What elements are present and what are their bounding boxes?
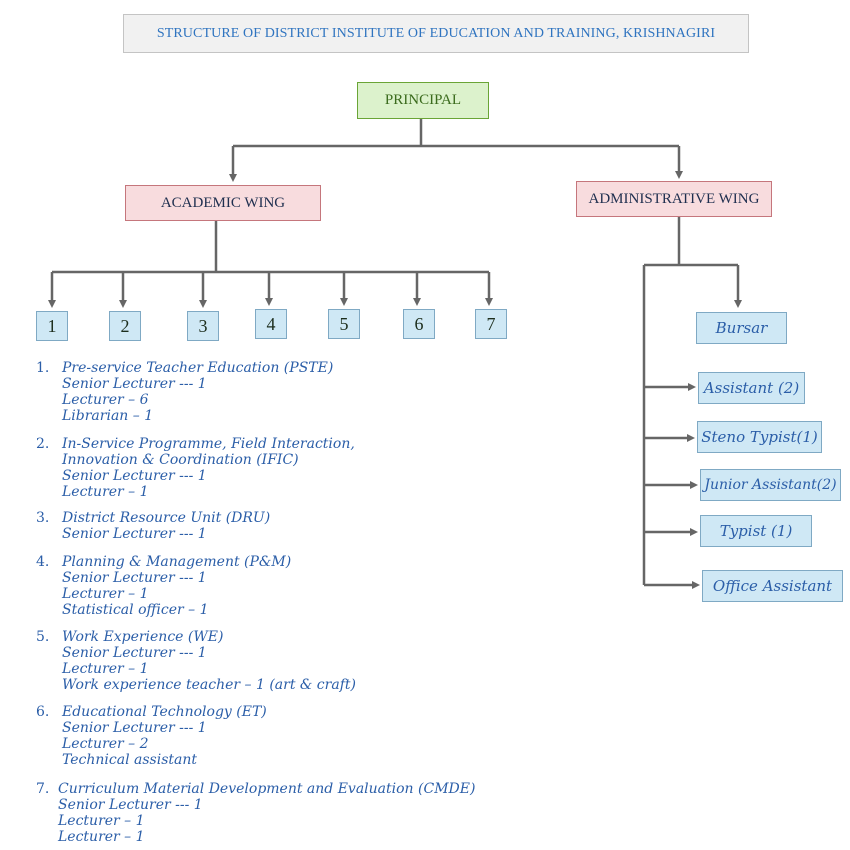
assistant-node: Assistant (2) bbox=[698, 372, 805, 404]
department-title-cont: Innovation & Coordination (IFIC) bbox=[62, 452, 299, 468]
staff-line: Senior Lecturer --- 1 bbox=[62, 570, 207, 586]
typist-node: Typist (1) bbox=[700, 515, 812, 547]
academic-wing-node: ACADEMIC WING bbox=[125, 185, 321, 221]
department-5: 5. Work Experience (WE) Senior Lecturer -… bbox=[36, 629, 356, 693]
department-number: 3. bbox=[36, 510, 50, 526]
department-number: 2. bbox=[36, 436, 50, 452]
staff-line: Technical assistant bbox=[62, 752, 197, 768]
staff-line: Lecturer – 6 bbox=[62, 392, 149, 408]
chart-title: STRUCTURE OF DISTRICT INSTITUTE OF EDUCA… bbox=[123, 14, 749, 53]
staff-line: Lecturer – 1 bbox=[58, 829, 145, 845]
staff-line: Librarian – 1 bbox=[62, 408, 154, 424]
department-6: 6. Educational Technology (ET) Senior Lec… bbox=[36, 704, 267, 768]
unit-node-7: 7 bbox=[475, 309, 507, 339]
office-assistant-node: Office Assistant bbox=[702, 570, 843, 602]
staff-line: Senior Lecturer --- 1 bbox=[62, 468, 207, 484]
staff-line: Statistical officer – 1 bbox=[62, 602, 209, 618]
administrative-wing-node: ADMINISTRATIVE WING bbox=[576, 181, 772, 217]
department-4: 4. Planning & Management (P&M) Senior Lec… bbox=[36, 554, 291, 618]
staff-line: Lecturer – 1 bbox=[62, 484, 149, 500]
principal-node: PRINCIPAL bbox=[357, 82, 489, 119]
staff-line: Lecturer – 1 bbox=[62, 586, 149, 602]
department-title: Planning & Management (P&M) bbox=[62, 554, 292, 570]
department-title: Curriculum Material Development and Eval… bbox=[58, 781, 476, 797]
staff-line: Lecturer – 1 bbox=[58, 813, 145, 829]
staff-line: Senior Lecturer --- 1 bbox=[62, 720, 207, 736]
department-number: 7. bbox=[36, 781, 50, 797]
bursar-node: Bursar bbox=[696, 312, 787, 344]
unit-node-4: 4 bbox=[255, 309, 287, 339]
department-number: 6. bbox=[36, 704, 50, 720]
department-1: 1. Pre-service Teacher Education (PSTE) S… bbox=[36, 360, 333, 424]
department-title: District Resource Unit (DRU) bbox=[62, 510, 271, 526]
staff-line: Senior Lecturer --- 1 bbox=[62, 526, 207, 542]
unit-node-5: 5 bbox=[328, 309, 360, 339]
department-title: In-Service Programme, Field Interaction, bbox=[62, 436, 355, 452]
department-number: 1. bbox=[36, 360, 50, 376]
unit-node-2: 2 bbox=[109, 311, 141, 341]
department-2: 2. In-Service Programme, Field Interactio… bbox=[36, 436, 355, 500]
unit-node-3: 3 bbox=[187, 311, 219, 341]
department-7: 7. Curriculum Material Development and Ev… bbox=[36, 781, 475, 845]
department-number: 5. bbox=[36, 629, 50, 645]
staff-line: Lecturer – 1 bbox=[62, 661, 149, 677]
department-number: 4. bbox=[36, 554, 50, 570]
staff-line: Senior Lecturer --- 1 bbox=[62, 645, 207, 661]
staff-line: Lecturer – 2 bbox=[62, 736, 149, 752]
staff-line: Senior Lecturer --- 1 bbox=[62, 376, 207, 392]
department-title: Work Experience (WE) bbox=[62, 629, 224, 645]
department-3: 3. District Resource Unit (DRU) Senior Le… bbox=[36, 510, 270, 542]
staff-line: Work experience teacher – 1 (art & craft… bbox=[62, 677, 356, 693]
unit-node-6: 6 bbox=[403, 309, 435, 339]
unit-node-1: 1 bbox=[36, 311, 68, 341]
department-title: Educational Technology (ET) bbox=[62, 704, 267, 720]
staff-line: Senior Lecturer --- 1 bbox=[58, 797, 203, 813]
steno-typist-node: Steno Typist(1) bbox=[697, 421, 822, 453]
department-title: Pre-service Teacher Education (PSTE) bbox=[62, 360, 334, 376]
junior-assistant-node: Junior Assistant(2) bbox=[700, 469, 841, 501]
